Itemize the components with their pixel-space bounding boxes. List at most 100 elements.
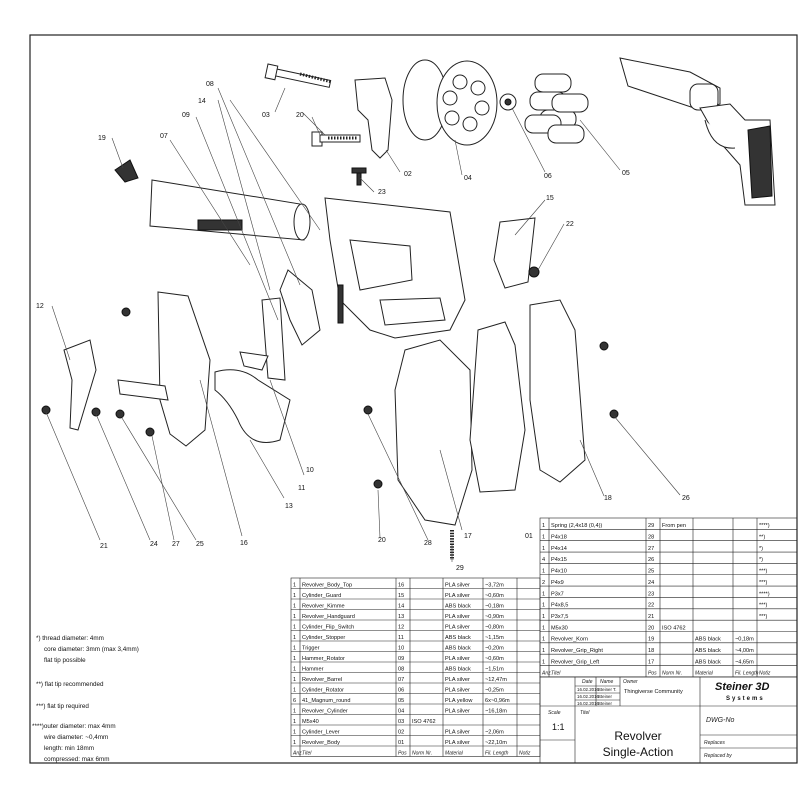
replaced-by-label: Replaced by [704,753,732,759]
bom-cell: Revolver_Handguard [302,614,355,620]
part-cylinder-rotator-06 [499,93,517,111]
bom-cell: 04 [398,708,404,714]
bom-cell: P4x10 [551,569,567,575]
bom-cell: P3x7 [551,591,564,597]
dwg-no-label: DWG-No [706,717,734,724]
col-label-owner: Owner [623,679,638,685]
bom-cell: 1 [542,591,545,597]
bom-cell: Hammer_Rotator [302,656,345,662]
date-3: 16.02.2016 [577,701,600,706]
bom-cell: 1 [293,687,296,693]
bom-cell: PLA silver [445,593,470,599]
bom-cell: 1 [542,637,545,643]
bom-cell: 1 [293,677,296,683]
col-label-name: Name [600,679,614,685]
bom-cell: 1 [542,546,545,552]
part-cylinder-guard-15 [493,217,536,289]
bom-cell: ~0,60m [485,656,504,662]
bom-cell: ~0,20m [485,645,504,651]
bom-cell: 1 [293,666,296,672]
bom-cell: ~0,18m [485,603,504,609]
bom-cell: Cylinder_Lever [302,729,340,735]
part-barrel-07 [149,179,311,241]
bom-cell: 2 [542,580,545,586]
bom-cell: 1 [542,625,545,631]
bom-cell: PLA silver [445,729,470,735]
bom-cell: 1 [542,659,545,665]
bom-header-cell: Notiz [759,671,771,677]
part-grip-right-18 [469,321,526,493]
callout-labels: 01 02 03 04 05 06 07 08 09 10 11 12 13 1… [36,81,690,572]
bom-cell: ABS black [445,666,471,672]
part-grip-panel [529,299,586,483]
bom-cell: ***) [759,603,768,609]
title-label: Titel [580,710,590,716]
part-cylinder-lever-02 [354,77,393,159]
bom-cell: 10 [398,645,404,651]
bom-cell: 13 [398,614,404,620]
bom-cell: From pen [662,523,686,529]
note-line: compressed: max 6mm [44,756,109,763]
footnotes: *) thread diameter: 4mm core diameter: 3… [32,635,139,763]
bom-header-cell: Norm Nr. [412,750,432,756]
bom-cell: Trigger [302,645,320,651]
bom-cell: PLA silver [445,582,470,588]
bom-cell: P4x18 [551,535,567,541]
callout-13: 13 [285,503,293,510]
bom-cell: P4x8,5 [551,603,568,609]
callout-17: 17 [464,533,472,540]
bom-cell: Revolver_Body_Top [302,582,352,588]
company-name: Steiner 3D [715,681,769,693]
bom-cell: ***) [759,580,768,586]
bom-cell: Revolver_Grip_Right [551,648,603,654]
bom-cell: PLA silver [445,624,470,630]
callout-04: 04 [464,175,472,182]
bom-cell: **) [759,535,765,541]
callout-leaders [45,87,681,562]
callout-18: 18 [604,495,612,502]
bom-cell: ~22,10m [485,740,507,746]
bom-cell: 1 [293,635,296,641]
bom-cell: 1 [293,593,296,599]
bom-cell: ABS black [445,635,471,641]
bom-cell: 19 [648,637,654,643]
bom-cell: 14 [398,603,404,609]
bom-cell: 1 [293,708,296,714]
bom-cell: ~3,72m [485,582,504,588]
bom-cell: ***) [759,569,768,575]
date-2: 16.02.2016 [577,694,600,699]
callout-01: 01 [525,533,533,540]
exploded-view [41,57,776,560]
callout-25: 25 [196,541,204,548]
bom-cell: 1 [293,614,296,620]
note-line: *) thread diameter: 4mm [36,635,104,642]
bom-cell: 15 [398,593,404,599]
bom-cell: ~1,51m [485,666,504,672]
bom-cell: 06 [398,687,404,693]
part-handguard-13 [214,369,291,443]
bom-cell: 26 [648,557,654,563]
bom-cell: ABS black [695,637,721,643]
callout-28: 28 [424,540,432,547]
part-cylinder-04 [402,59,498,146]
bom-header-cell: Material [445,750,464,756]
bom-cell: 1 [542,523,545,529]
callout-03: 03 [262,112,270,119]
bom-cell: Revolver_Cylinder [302,708,348,714]
part-korn-19 [114,159,139,183]
bom-cell: Revolver_Body [302,740,340,746]
callout-19: 19 [98,135,106,142]
bom-cell: 6x~0,96m [485,698,510,704]
callout-29: 29 [456,565,464,572]
bom-cell: Cylinder_Stopper [302,635,345,641]
note-line: ***) flat tip required [36,703,89,710]
scale-label: Scale [548,710,561,716]
callout-22: 22 [566,221,574,228]
bom-cell: PLA silver [445,687,470,693]
bom-cell: 1 [293,603,296,609]
bom-cell: ****) [759,591,770,597]
callout-26: 26 [682,495,690,502]
part-flip-switch-12 [63,339,97,431]
bom-cell: PLA yellow [445,698,473,704]
